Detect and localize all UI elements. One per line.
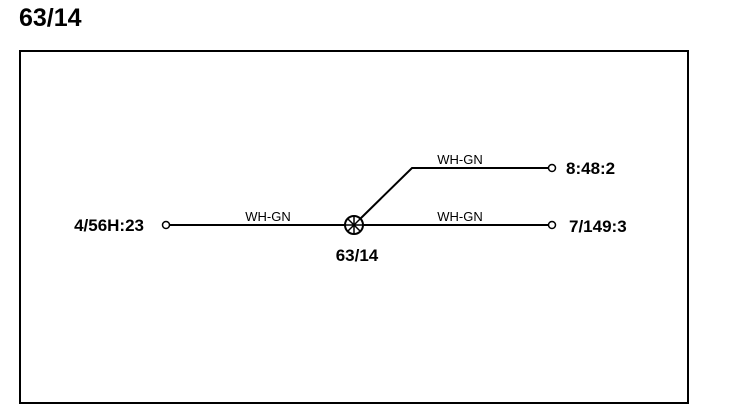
wire-label-right: WH-GN	[437, 209, 483, 224]
wire-label-top-right: WH-GN	[437, 152, 483, 167]
splice-label: 63/14	[336, 246, 379, 265]
diagram-frame	[19, 50, 689, 404]
connector-label-left: 4/56H:23	[74, 216, 144, 235]
connector-terminal-right[interactable]	[547, 220, 557, 230]
connector-terminal-top-right[interactable]	[547, 163, 557, 173]
wire-top-right[interactable]	[359, 167, 549, 220]
page-title: 63/14	[19, 4, 82, 32]
wire-label-left: WH-GN	[245, 209, 291, 224]
splice-icon[interactable]	[344, 215, 364, 235]
connector-label-right: 7/149:3	[569, 217, 627, 236]
connector-label-top-right: 8:48:2	[566, 159, 615, 178]
connector-terminal-left[interactable]	[161, 220, 171, 230]
